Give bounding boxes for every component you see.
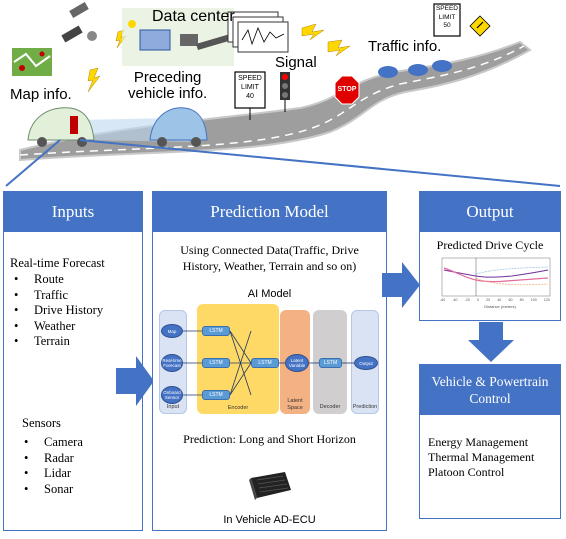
ad-ecu-image xyxy=(249,472,291,500)
tick-label: 80 xyxy=(519,298,524,302)
tick-label: -40 xyxy=(452,298,458,302)
encoder-lstm-merge: LSTM xyxy=(251,358,279,368)
mini-chart-xticks: -60 -40 -20 0 20 40 60 80 100 120 xyxy=(440,298,550,302)
ecu-label: In Vehicle AD-ECU xyxy=(223,514,316,526)
decoder-section-label: Decoder xyxy=(319,404,341,410)
encoder-lstm-3: LSTM xyxy=(202,390,230,400)
data-chart-icon xyxy=(227,11,289,53)
prediction-model-panel: Prediction Model Using Connected Data(Tr… xyxy=(152,191,387,531)
list-item: Camera xyxy=(18,435,83,451)
tick-label: 60 xyxy=(508,298,513,302)
map-thumbnail-icon xyxy=(12,48,52,76)
arrow-model-to-output xyxy=(382,262,420,308)
decoder-lstm: LSTM xyxy=(319,358,342,368)
traffic-signal-icon xyxy=(280,72,290,112)
stop-sign-text: STOP xyxy=(337,86,357,93)
list-item: Weather xyxy=(8,319,103,335)
sensors-heading: Sensors xyxy=(22,416,61,430)
control-item-platoon: Platoon Control xyxy=(428,465,505,479)
preceding-car-icon xyxy=(149,107,208,147)
control-title: Vehicle & Powertrain Control xyxy=(420,365,560,415)
top-scene-illustration xyxy=(5,2,561,187)
stop-sign-icon xyxy=(334,75,360,105)
encoder-section-label: Encoder xyxy=(227,405,249,411)
vehicle-powertrain-control-panel: Vehicle & Powertrain Control Energy Mana… xyxy=(419,364,561,519)
list-item: Drive History xyxy=(8,303,103,319)
tick-label: -60 xyxy=(440,298,446,302)
speed-limit-40-text: SPEED LIMIT 40 xyxy=(238,75,262,100)
inputs-panel: Inputs Real-time Forecast Route Traffic … xyxy=(3,191,143,531)
arrow-output-to-control xyxy=(468,322,514,362)
arrow-inputs-to-model xyxy=(116,356,154,406)
encoder-lstm-1: LSTM xyxy=(202,326,230,336)
preceding-vehicle-info-label: Preceding vehicle info. xyxy=(128,69,208,102)
list-item: Radar xyxy=(18,451,83,467)
input-section-label: Input xyxy=(166,404,180,410)
speed-limit-sign-40 xyxy=(234,71,266,120)
signal-label: Signal xyxy=(275,54,317,71)
tick-label: 0 xyxy=(477,298,480,302)
prediction-model-title: Prediction Model xyxy=(153,192,386,232)
warning-sign-icon xyxy=(469,15,491,37)
list-item: Lidar xyxy=(18,466,83,482)
list-item: Sonar xyxy=(18,482,83,498)
tick-label: 20 xyxy=(486,298,491,302)
inputs-title: Inputs xyxy=(4,192,142,232)
speed-limit-50-text: SPEED LIMIT 50 xyxy=(435,5,459,29)
list-item: Route xyxy=(8,272,103,288)
control-item-energy: Energy Management xyxy=(428,435,529,449)
ai-model-diagram: Map Real-time Forecast Onboard Sensor LS… xyxy=(159,304,381,420)
data-center-icon xyxy=(122,8,234,66)
output-panel: Output Predicted Drive Cycle -60 -40 -20… xyxy=(419,191,561,321)
output-title: Output xyxy=(420,192,560,232)
list-item: Terrain xyxy=(8,334,103,350)
prediction-description: Using Connected Data(Traffic, Drive Hist… xyxy=(180,243,359,273)
traffic-cars-icon xyxy=(378,60,452,78)
predicted-drive-cycle-label: Predicted Drive Cycle xyxy=(436,238,544,252)
speed-limit-sign-50 xyxy=(433,3,461,37)
tick-label: -20 xyxy=(464,298,470,302)
data-center-label: Data center xyxy=(152,8,235,25)
output-node: Output xyxy=(354,356,378,370)
ai-model-title: AI Model xyxy=(247,288,292,300)
traffic-info-label: Traffic info. xyxy=(368,38,442,55)
forecast-list: Route Traffic Drive History Weather Terr… xyxy=(8,272,103,350)
list-item: Traffic xyxy=(8,288,103,304)
tick-label: 100 xyxy=(530,298,537,302)
mini-chart-xlabel: Distance (meters) xyxy=(484,304,516,309)
tick-label: 40 xyxy=(497,298,502,302)
input-node-forecast: Real-time Forecast xyxy=(161,354,183,372)
sensors-list: Camera Radar Lidar Sonar xyxy=(18,435,83,497)
input-node-sensor: Onboard Sensor xyxy=(161,386,183,404)
prediction-section-label: Prediction xyxy=(352,404,378,410)
tick-label: 120 xyxy=(543,298,550,302)
drive-cycle-mini-chart xyxy=(441,257,551,297)
horizon-text: Prediction: Long and Short Horizon xyxy=(183,432,356,446)
control-item-thermal: Thermal Management xyxy=(428,450,535,464)
latent-section-label: Latent Space xyxy=(287,398,303,411)
forecast-heading: Real-time Forecast xyxy=(10,256,105,270)
encoder-lstm-2: LSTM xyxy=(202,358,230,368)
input-node-map: Map xyxy=(161,324,183,338)
lightning-icon xyxy=(87,23,351,93)
network-connections xyxy=(183,330,354,396)
latent-variable-node: Latent Variable xyxy=(285,354,309,372)
map-info-label: Map info. xyxy=(10,86,72,103)
satellite-icon xyxy=(61,2,97,43)
